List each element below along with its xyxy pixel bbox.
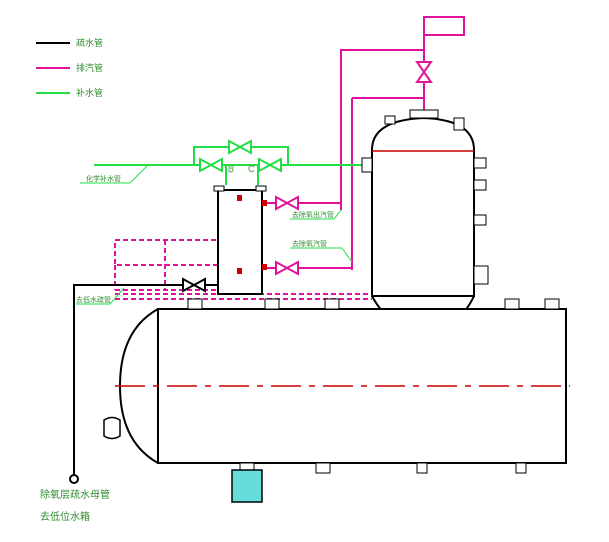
water-supply-lines <box>94 139 372 185</box>
label-bottom-line1: 除氧层疏水母管 <box>40 488 110 501</box>
label-steam-in: 去除氧汽管 <box>292 239 327 248</box>
label-bottom-line2: 去低位水箱 <box>40 510 90 523</box>
label-valve-c: C <box>248 165 254 175</box>
storage-tank <box>103 298 570 503</box>
label-leaders <box>76 164 353 305</box>
legend: 疏水管 排汽管 补水管 <box>36 37 103 99</box>
label-valve-b: B <box>228 165 234 175</box>
legend-label-drain: 疏水管 <box>76 37 103 49</box>
label-steam-out: 去除氧出汽管 <box>292 210 334 219</box>
label-chem-water: 化学补水管 <box>86 174 121 183</box>
legend-label-water: 补水管 <box>76 87 103 99</box>
exhaust-pipe <box>340 16 465 270</box>
label-drain-bottom: 去低水疏管 <box>76 295 111 304</box>
drain-pipe <box>69 277 218 484</box>
legend-label-steam: 排汽管 <box>76 62 103 74</box>
deaerator-column <box>361 109 489 332</box>
steam-lines-small-vessel <box>262 195 352 276</box>
small-vessel <box>213 185 267 295</box>
